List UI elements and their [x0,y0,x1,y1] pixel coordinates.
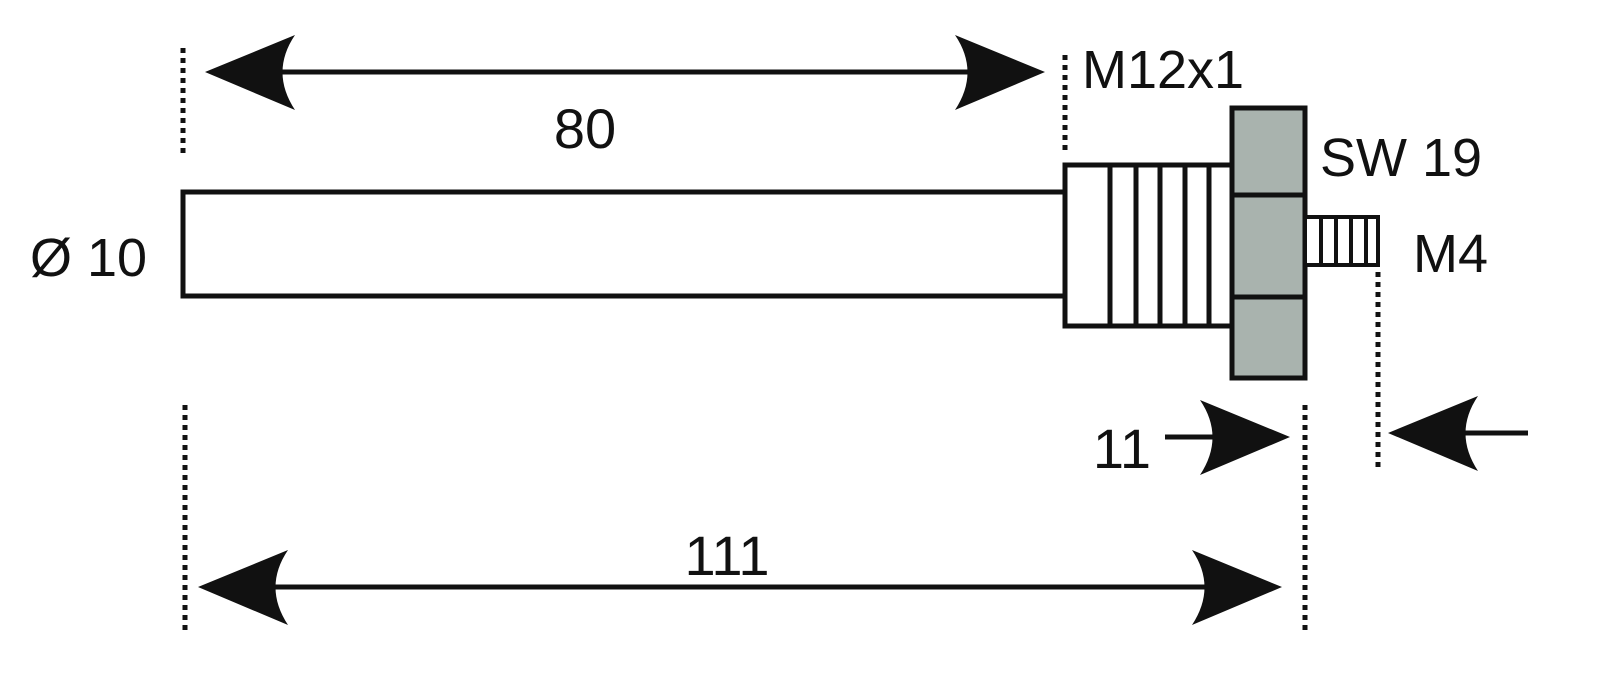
thread-m4-label: M4 [1413,224,1488,284]
dimension-80-arrow [205,35,1045,110]
dimension-11-arrows [1165,396,1528,475]
thread-m12-label: M12x1 [1082,40,1244,100]
dimension-80-label: 80 [554,97,616,160]
probe-rod [180,189,1068,299]
diameter-label: Ø 10 [30,228,147,288]
dimension-111-label: 111 [684,524,769,587]
dimension-11-label: 11 [1093,417,1151,480]
wrench-size-label: SW 19 [1320,128,1482,188]
dimension-111-arrow [198,550,1282,625]
m4-stud [1303,215,1380,267]
hex-nut [1229,105,1308,381]
main-thread [1062,162,1235,329]
extension-lines [180,48,1381,630]
